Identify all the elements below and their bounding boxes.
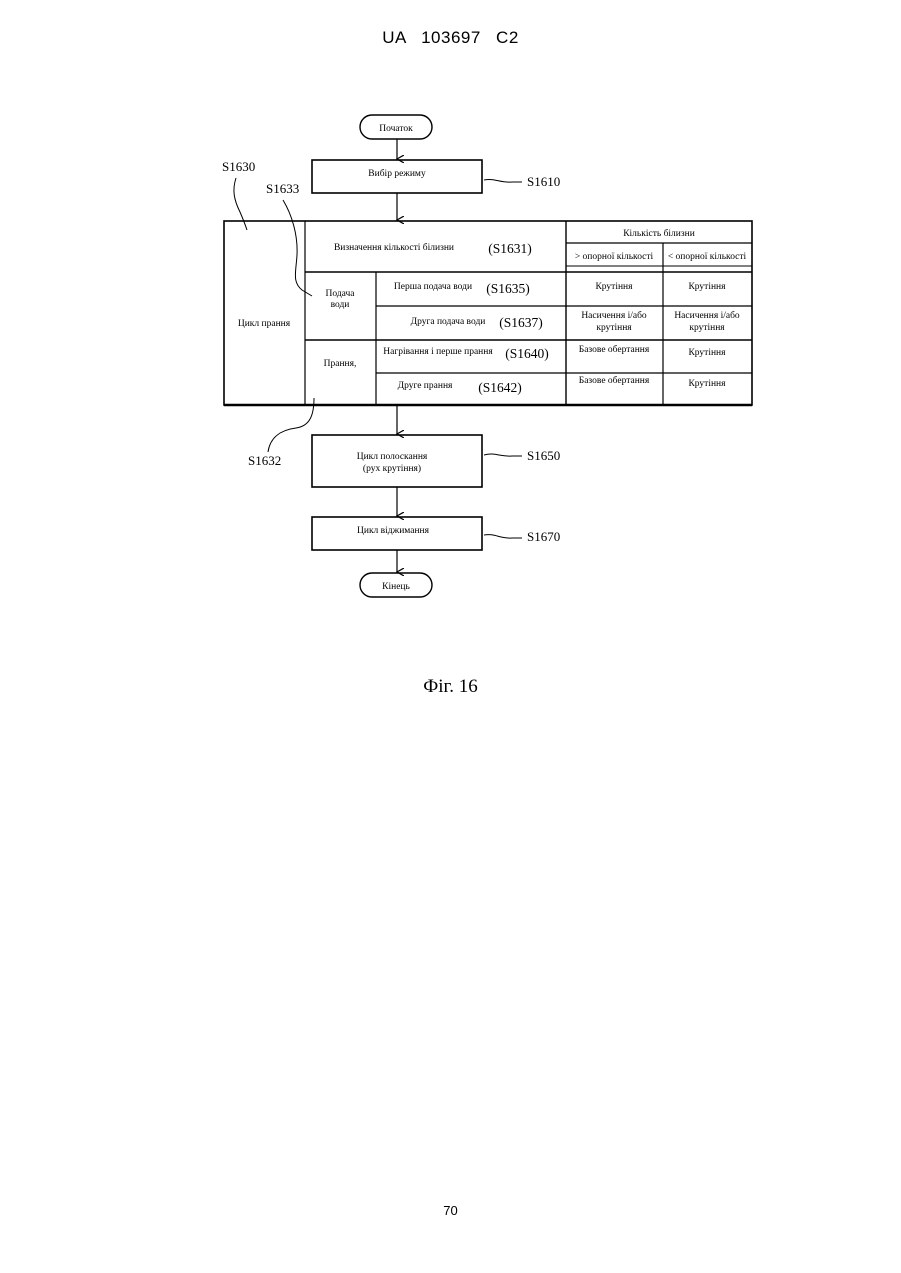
mode-select-leader bbox=[484, 180, 522, 183]
page-number: 70 bbox=[0, 1203, 901, 1218]
rinse-cycle-label-line1: Цикл полоскання bbox=[357, 452, 428, 462]
rinse-cycle-leader bbox=[484, 454, 522, 456]
water-supply-label-line1: Подача bbox=[325, 289, 355, 299]
washing-ref: S1632 bbox=[248, 453, 281, 468]
row-second-wash-step: Друге прання bbox=[398, 381, 453, 391]
mode-select-ref: S1610 bbox=[527, 174, 560, 189]
row-first-water-step: Перша подача води bbox=[394, 282, 472, 292]
washing-flowchart: Початок Вибір режиму S1610 Цикл прання В… bbox=[0, 0, 901, 660]
row-first-water-ref: (S1635) bbox=[486, 281, 530, 296]
row-heating-gt: Базове обертання bbox=[579, 344, 650, 355]
row-second-wash-ref: (S1642) bbox=[478, 380, 522, 395]
row-second-water-lt-line2: крутіння bbox=[689, 323, 725, 333]
row-second-water-gt-line1: Насичення і/або bbox=[581, 310, 647, 321]
spin-cycle-ref: S1670 bbox=[527, 529, 560, 544]
row-second-wash-gt: Базове обертання bbox=[579, 375, 650, 386]
wash-cycle-label: Цикл прання bbox=[238, 319, 291, 329]
end-label: Кінець bbox=[382, 582, 410, 592]
water-supply-label-line2: води bbox=[331, 300, 350, 310]
row-second-water-gt-line2: крутіння bbox=[596, 323, 632, 333]
row-first-water-gt: Крутіння bbox=[595, 282, 633, 292]
water-supply-ref-leader bbox=[283, 200, 312, 296]
row-first-water-lt: Крутіння bbox=[688, 282, 726, 292]
spin-cycle-leader bbox=[484, 535, 522, 539]
row-second-water-lt-line1: Насичення і/або bbox=[674, 310, 740, 321]
rinse-cycle-ref: S1650 bbox=[527, 448, 560, 463]
water-supply-ref: S1633 bbox=[266, 181, 299, 196]
wash-cycle-ref-outer-leader bbox=[234, 178, 247, 230]
start-label: Початок bbox=[379, 124, 413, 134]
row-second-wash-lt: Крутіння bbox=[688, 379, 726, 389]
row-heating-step: Нагрівання і перше прання bbox=[383, 347, 493, 357]
washing-label: Прання, bbox=[324, 359, 357, 369]
determine-quantity-label: Визначення кількості білизни bbox=[334, 242, 454, 253]
row-heating-ref: (S1640) bbox=[505, 346, 549, 361]
laundry-quantity-header: Кількість білизни bbox=[623, 228, 695, 239]
figure-caption: Фіг. 16 bbox=[0, 676, 901, 698]
row-second-water-step: Друга подача води bbox=[411, 317, 486, 327]
rinse-cycle-label-line2: (рух крутіння) bbox=[363, 463, 421, 474]
determine-quantity-ref: (S1631) bbox=[488, 241, 532, 256]
column-greater-reference: > опорної кількості bbox=[575, 252, 654, 262]
row-heating-lt: Крутіння bbox=[688, 348, 726, 358]
column-less-reference: < опорної кількості bbox=[668, 252, 747, 262]
wash-cycle-ref-outer: S1630 bbox=[222, 159, 255, 174]
row-second-water-ref: (S1637) bbox=[499, 315, 543, 330]
spin-cycle-label: Цикл віджимання bbox=[357, 526, 430, 536]
mode-select-label: Вибір режиму bbox=[368, 168, 426, 179]
